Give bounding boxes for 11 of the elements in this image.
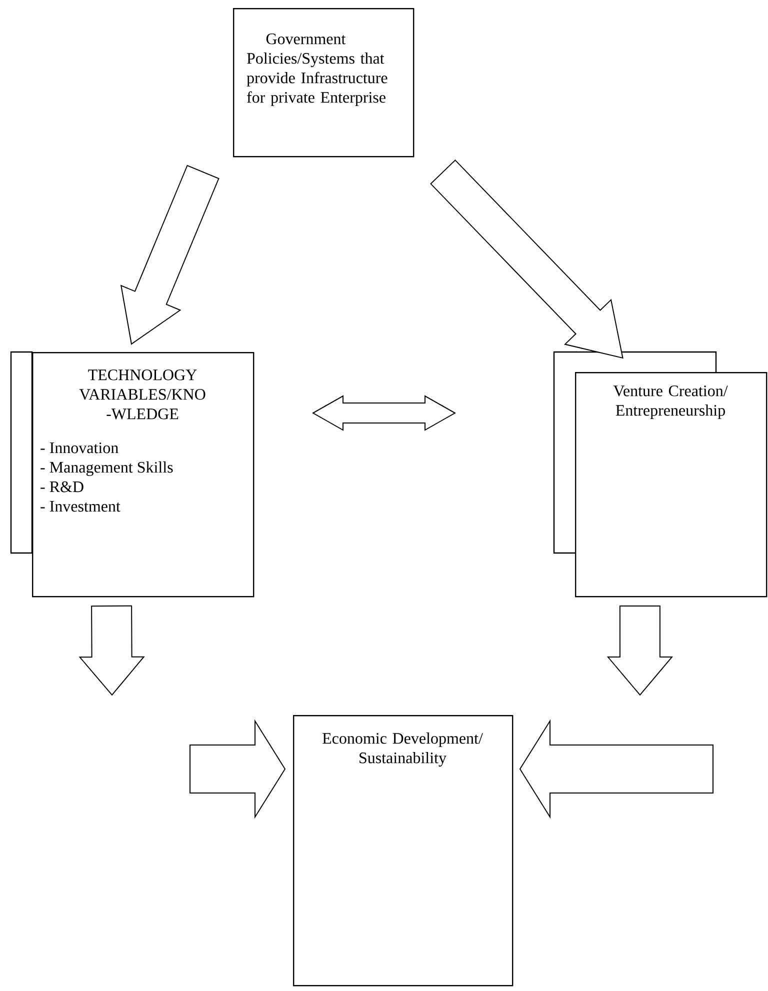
block-arrow xyxy=(430,160,624,359)
text-box: Government Policies/Systems that provide Infrastructure for private Enterprise xyxy=(233,8,414,158)
block-arrow xyxy=(519,719,714,819)
text-box: Economic Development/ Sustainability xyxy=(293,715,514,986)
block-arrow xyxy=(190,719,286,819)
block-arrow xyxy=(312,395,456,431)
block-arrow xyxy=(606,606,674,696)
block-arrow xyxy=(120,164,220,345)
block-arrow xyxy=(78,605,145,696)
text-box: Venture Creation/ Entrepreneurship xyxy=(553,351,768,598)
text-box: TECHNOLOGY VARIABLES/KNO -WLEDGE - Innovation - Management Skills - R&D - Investment xyxy=(10,351,254,598)
